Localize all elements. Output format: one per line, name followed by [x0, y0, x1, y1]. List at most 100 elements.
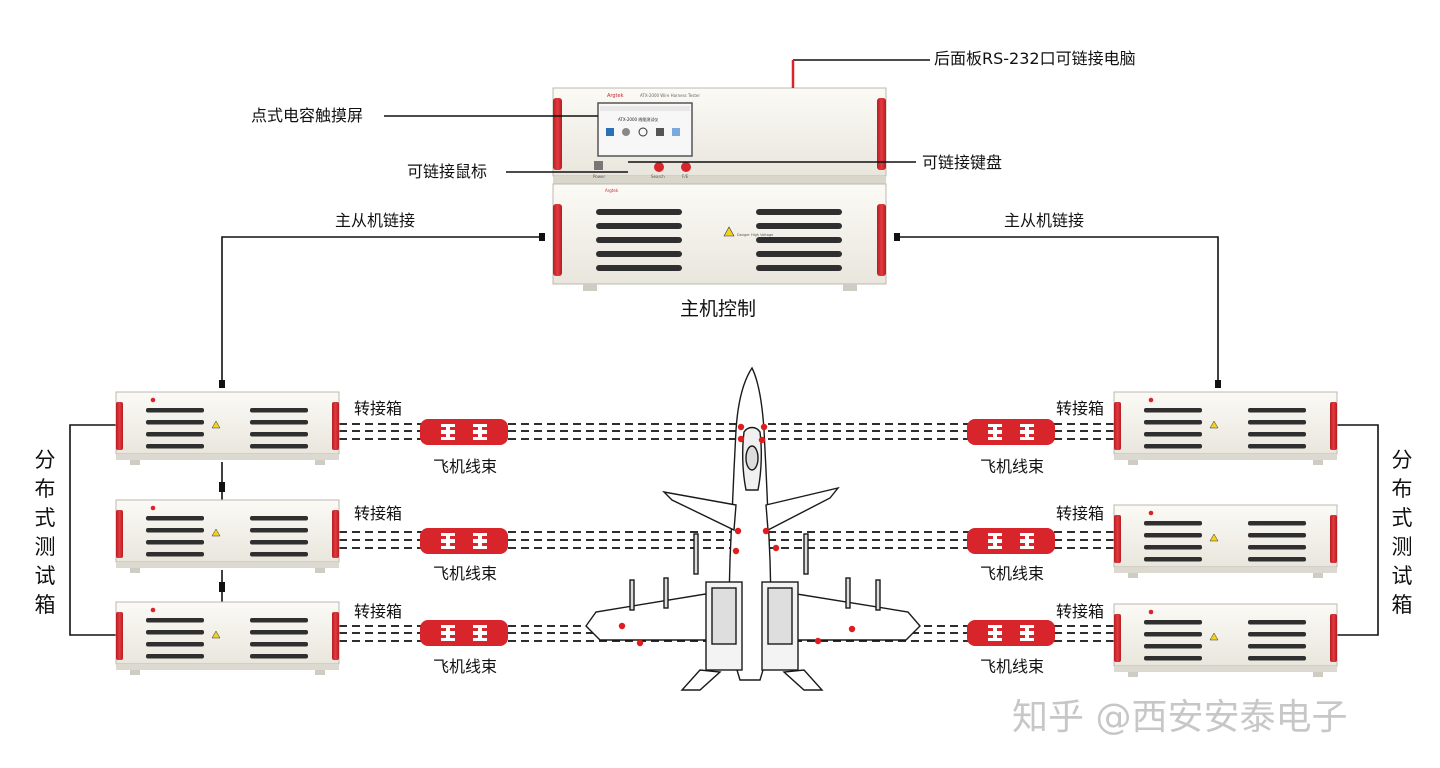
distributed-test-box — [115, 601, 340, 675]
connector-port — [756, 265, 842, 271]
host-tester: Argtek ATX-2000 Wire Harness Tester ATX-… — [552, 87, 887, 291]
watermark: 知乎 @西安安泰电子 — [1012, 697, 1348, 738]
handle-right-bottom — [877, 204, 886, 276]
handle-left — [116, 510, 123, 558]
connector-port — [1144, 432, 1202, 437]
distributed-test-box — [1113, 603, 1338, 677]
connector-port — [756, 251, 842, 257]
connector-port — [1144, 557, 1202, 562]
connector-port — [250, 420, 308, 425]
label-master-slave-right: 主从机链接 — [1004, 211, 1085, 230]
connector-port — [250, 540, 308, 545]
handle-right — [332, 612, 339, 660]
power-button — [594, 161, 603, 170]
warning-icon — [211, 420, 221, 429]
connector-port — [1144, 521, 1202, 526]
handle-left — [1114, 402, 1121, 450]
brand-logo-icon — [150, 607, 156, 613]
label-distributed-left: 分布式测试箱 — [34, 448, 56, 617]
brand-logo-icon — [1148, 510, 1154, 516]
connector-port — [1248, 420, 1306, 425]
connector-port — [146, 420, 204, 425]
model-text: ATX-2000 Wire Harness Tester — [640, 93, 700, 98]
adapter-box — [420, 419, 508, 445]
aircraft-drawing — [585, 366, 921, 691]
connector-port — [250, 516, 308, 521]
connector-port — [1248, 557, 1306, 562]
connector-port — [1248, 656, 1306, 661]
connector-port — [146, 642, 204, 647]
handle-right — [332, 402, 339, 450]
connector-port — [146, 654, 204, 659]
adapter-box — [420, 620, 508, 646]
connector-port — [250, 408, 308, 413]
label-rs232: 后面板RS-232口可链接电脑 — [934, 49, 1136, 68]
svg-text:Power: Power — [593, 174, 605, 179]
connector-port — [146, 552, 204, 557]
handle-left — [1114, 515, 1121, 563]
connector-port — [250, 654, 308, 659]
connector-port — [1144, 533, 1202, 538]
distributed-test-box — [115, 499, 340, 573]
label-harness: 飞机线束 — [433, 457, 498, 476]
connector-port — [146, 540, 204, 545]
svg-text:F/E: F/E — [682, 174, 689, 179]
warning-icon — [1209, 533, 1219, 542]
connector-port — [596, 209, 682, 215]
label-adapter-box: 转接箱 — [354, 602, 403, 621]
svg-text:Search: Search — [651, 174, 665, 179]
connector-port — [250, 630, 308, 635]
connector-port — [146, 618, 204, 623]
fe-button — [681, 162, 691, 172]
connector-port — [250, 528, 308, 533]
connector-port — [146, 444, 204, 449]
adapter-box — [967, 620, 1055, 646]
label-harness: 飞机线束 — [980, 564, 1045, 583]
label-harness: 飞机线束 — [980, 657, 1045, 676]
connector-port — [756, 223, 842, 229]
connector-port — [1144, 545, 1202, 550]
brand-logo-icon — [150, 505, 156, 511]
test-points — [618, 423, 856, 647]
screen-title: ATX-2000 线缆测试仪 — [618, 116, 658, 122]
label-keyboard: 可链接键盘 — [922, 153, 1003, 172]
handle-left — [116, 402, 123, 450]
distributed-test-box — [115, 391, 340, 465]
label-touchscreen: 点式电容触摸屏 — [251, 106, 364, 125]
connector-port — [1248, 644, 1306, 649]
connector-port — [250, 552, 308, 557]
handle-left-top — [553, 98, 562, 170]
warning-icon — [1209, 420, 1219, 429]
warning-icon — [723, 226, 735, 237]
brand-logo-icon — [1148, 397, 1154, 403]
connector-port — [596, 265, 682, 271]
brand-logo-icon — [1148, 609, 1154, 615]
connector-port — [1144, 644, 1202, 649]
connector-port — [146, 630, 204, 635]
connector-port — [250, 642, 308, 647]
connector-port — [756, 237, 842, 243]
warning-icon — [211, 630, 221, 639]
connector-port — [1144, 620, 1202, 625]
connector-port — [596, 251, 682, 257]
connector-port — [1144, 408, 1202, 413]
handle-left — [1114, 614, 1121, 662]
handle-left — [116, 612, 123, 660]
connector-port — [596, 237, 682, 243]
handle-right — [1330, 614, 1337, 662]
connector-port — [1248, 533, 1306, 538]
warning-icon — [211, 528, 221, 537]
connector-port — [1248, 545, 1306, 550]
warning-icon — [1209, 632, 1219, 641]
label-adapter-box: 转接箱 — [1056, 504, 1105, 523]
connector-port — [1144, 444, 1202, 449]
label-mouse: 可链接鼠标 — [407, 162, 488, 181]
brand-text: Argtek — [607, 93, 624, 99]
svg-text:Danger High Voltage: Danger High Voltage — [737, 233, 773, 237]
label-harness: 飞机线束 — [433, 564, 498, 583]
label-master-slave-left: 主从机链接 — [335, 211, 416, 230]
connector-port — [146, 528, 204, 533]
label-adapter-box: 转接箱 — [354, 399, 403, 418]
adapter-box — [420, 528, 508, 554]
handle-right — [1330, 515, 1337, 563]
